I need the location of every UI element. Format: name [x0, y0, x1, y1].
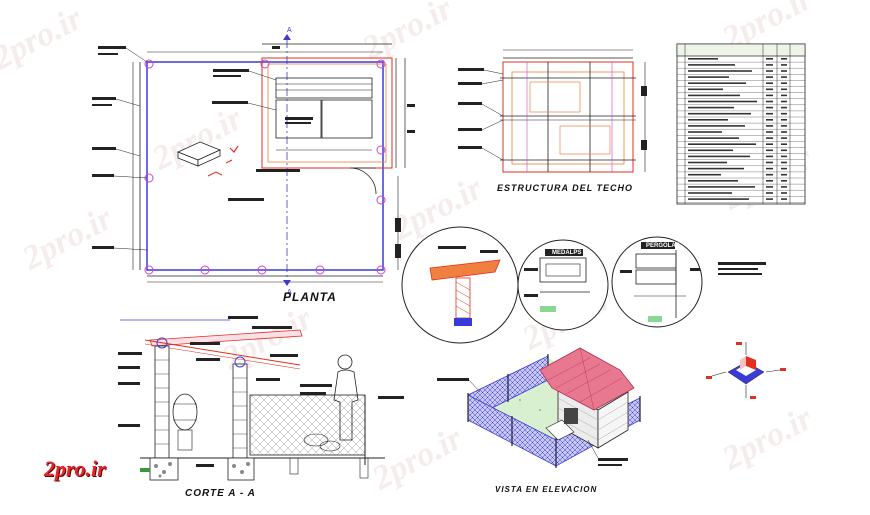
table-cell-mark	[781, 70, 787, 72]
section-mark: A	[287, 289, 292, 296]
plan-view: A A	[92, 27, 415, 296]
table-cell-mark	[688, 125, 745, 127]
table-cell-mark	[688, 137, 739, 139]
table-cell-mark	[781, 125, 787, 127]
table-cell-mark	[781, 161, 787, 164]
table-cell-mark	[766, 161, 773, 164]
roof-structure-view	[458, 49, 647, 173]
table-cell-mark	[688, 192, 732, 194]
table-cell-mark	[766, 192, 773, 194]
table-cell-mark	[766, 58, 773, 60]
table-cell-mark	[781, 106, 787, 109]
table-cell-mark	[688, 173, 721, 176]
table-cell-mark	[781, 192, 787, 194]
table-cell-mark	[781, 94, 787, 97]
table-cell-mark	[781, 100, 787, 103]
table-cell-mark	[688, 131, 722, 133]
table-cell-mark	[781, 82, 787, 84]
elevation-title: VISTA EN ELEVACION	[495, 485, 598, 494]
section-view	[118, 316, 404, 481]
table-cell-mark	[781, 64, 787, 66]
table-cell-mark	[688, 88, 723, 91]
table-cell-mark	[766, 131, 773, 133]
table-cell-mark	[766, 88, 773, 91]
detail-title: PERGOLAS	[646, 243, 680, 249]
table-cell-mark	[688, 100, 757, 103]
roof-structure-title: ESTRUCTURA DEL TECHO	[497, 183, 634, 193]
table-cell-mark	[781, 173, 787, 176]
table-cell-mark	[766, 70, 773, 72]
table-cell-mark	[781, 131, 787, 133]
table-cell-mark	[781, 167, 787, 170]
small-3d-icon	[706, 342, 786, 399]
table-cell-mark	[766, 143, 773, 145]
elevation-view	[437, 347, 641, 468]
table-cell-mark	[766, 180, 773, 182]
table-cell-mark	[688, 70, 752, 72]
table-cell-mark	[766, 100, 773, 103]
table-cell-mark	[766, 125, 773, 127]
table-cell-mark	[781, 180, 787, 182]
table-cell-mark	[781, 58, 787, 60]
table-cell-mark	[766, 112, 773, 115]
table-cell-mark	[766, 198, 773, 200]
table-cell-mark	[766, 82, 773, 84]
table-cell-mark	[688, 198, 749, 200]
plan-title: PLANTA	[283, 290, 337, 304]
section-mark: A	[287, 27, 292, 34]
table-cell-mark	[688, 58, 718, 60]
table-cell-mark	[688, 149, 733, 152]
table-cell-mark	[781, 143, 787, 145]
table-cell-mark	[766, 167, 773, 170]
table-cell-mark	[688, 180, 738, 182]
table-cell-mark	[766, 106, 773, 109]
table-cell-mark	[766, 137, 773, 139]
table-cell-mark	[781, 76, 787, 78]
detail-title: MEDALPS	[552, 250, 581, 256]
table-cell-mark	[781, 88, 787, 91]
table-cell-mark	[688, 186, 755, 188]
table-cell-mark	[766, 119, 773, 121]
brand-logo: 2pro.ir	[44, 456, 106, 481]
table-cell-mark	[766, 149, 773, 152]
materials-table	[676, 43, 806, 205]
table-cell-mark	[781, 149, 787, 152]
table-cell-mark	[688, 112, 751, 115]
table-cell-mark	[766, 155, 773, 158]
table-cell-mark	[781, 119, 787, 121]
table-cell-mark	[688, 119, 728, 121]
table-cell-mark	[781, 198, 787, 200]
table-cell-mark	[781, 155, 787, 158]
table-cell-mark	[781, 186, 787, 188]
table-cell-mark	[766, 173, 773, 176]
table-cell-mark	[688, 106, 734, 109]
table-cell-mark	[688, 167, 744, 170]
table-cell-mark	[766, 94, 773, 97]
table-cell-mark	[688, 161, 727, 164]
table-cell-mark	[766, 186, 773, 188]
table-cell-mark	[781, 137, 787, 139]
section-title: CORTE A - A	[185, 488, 256, 499]
table-cell-mark	[688, 155, 750, 158]
table-cell-mark	[781, 112, 787, 115]
table-cell-mark	[766, 76, 773, 78]
detail-circles: MEDALPS PERGOLAS	[401, 226, 766, 344]
table-cell-mark	[688, 143, 756, 145]
table-cell-mark	[688, 64, 735, 66]
table-cell-mark	[766, 64, 773, 66]
table-cell-mark	[688, 94, 740, 97]
table-cell-mark	[688, 82, 746, 84]
table-cell-mark	[688, 76, 729, 78]
